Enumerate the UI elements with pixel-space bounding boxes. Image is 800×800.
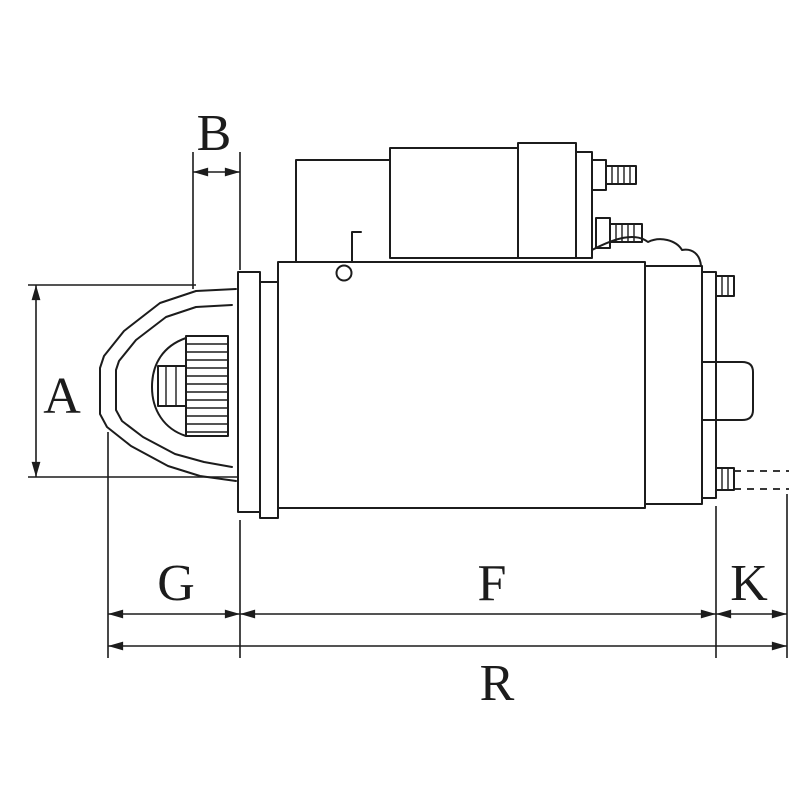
housing-tower xyxy=(295,159,391,263)
dimension-r: R xyxy=(108,641,787,712)
solenoid-main xyxy=(389,147,519,259)
dimension-a: A xyxy=(28,284,238,478)
main-housing xyxy=(277,159,646,509)
rear-boss xyxy=(701,361,754,421)
motor-outline xyxy=(99,142,789,519)
fork-outer-contour xyxy=(99,288,237,482)
solenoid-terminal-cap xyxy=(575,151,593,259)
drive-end-bracket xyxy=(99,288,237,482)
through-bolt-bottom xyxy=(715,467,735,491)
terminal-stud-bottom xyxy=(595,217,643,249)
solenoid-second xyxy=(517,142,577,259)
dimension-a-extension-lines xyxy=(28,284,238,478)
dimension-label-g: G xyxy=(157,555,195,612)
end-plate xyxy=(701,271,717,499)
fork-gear-pocket xyxy=(151,337,187,437)
dimension-f: F xyxy=(240,555,716,619)
dimension-label-k: K xyxy=(730,555,768,612)
shaft-collar xyxy=(157,365,187,407)
dimension-k: K xyxy=(716,555,787,619)
mounting-flange xyxy=(237,271,279,519)
bottom-extension-lines xyxy=(107,432,788,658)
dimension-label-f: F xyxy=(478,555,507,612)
flange-plate xyxy=(237,271,261,513)
pinion-body xyxy=(185,335,229,437)
dimension-label-r: R xyxy=(480,655,515,712)
dimension-label-a: A xyxy=(43,368,81,425)
dimension-g: G xyxy=(108,555,240,619)
solenoid xyxy=(389,142,702,267)
dimension-b: B xyxy=(192,105,241,289)
pinion-gear xyxy=(157,335,229,437)
fork-inner-contour xyxy=(115,304,233,468)
shaft-collar-lines xyxy=(165,366,177,406)
terminal-stud-top xyxy=(591,159,637,191)
flange-spacer xyxy=(259,281,279,519)
end-cap-body xyxy=(644,265,703,505)
through-bolt-top xyxy=(715,275,735,297)
rear-end-cap xyxy=(644,265,789,505)
hidden-stud-lines xyxy=(734,470,789,490)
housing-hole xyxy=(335,264,353,282)
pinion-teeth xyxy=(186,343,228,433)
solenoid-lead-wire xyxy=(591,235,702,267)
dimension-label-b: B xyxy=(197,105,232,162)
housing-body xyxy=(277,261,646,509)
housing-notch xyxy=(351,231,362,263)
